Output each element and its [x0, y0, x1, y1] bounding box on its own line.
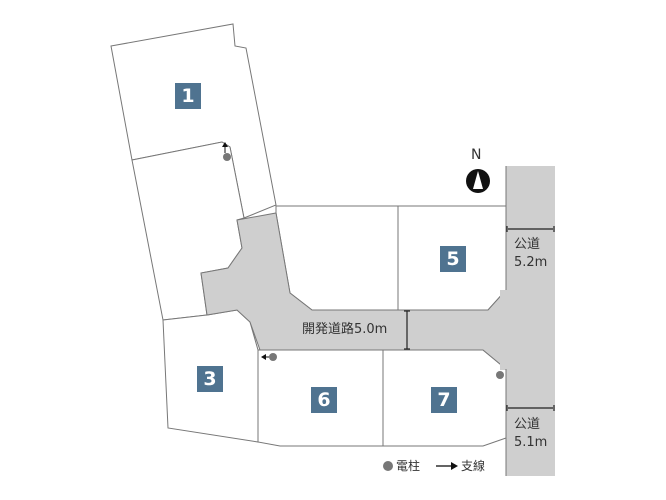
legend-pole-label: 電柱	[396, 459, 421, 473]
dimension-dev-road	[404, 310, 410, 350]
utility-pole-icon	[496, 371, 504, 379]
utility-pole-icon	[222, 142, 231, 161]
public-road-south-name: 公道	[514, 417, 541, 432]
public-road	[506, 166, 555, 476]
lot-label-5: 5	[440, 246, 466, 272]
lot-label-6: 6	[311, 387, 337, 413]
public-road-north-width: 5.2m	[514, 255, 548, 270]
north-label: N	[471, 147, 482, 163]
dev-road-label: 開発道路5.0m	[302, 322, 388, 337]
lot-label-1: 1	[175, 83, 201, 109]
public-road-north-name: 公道	[514, 237, 541, 252]
lot-4	[275, 205, 399, 311]
lot-label-3: 3	[197, 366, 223, 392]
legend-guy-wire-icon	[436, 462, 458, 470]
legend-guy-wire-label: 支線	[461, 459, 486, 473]
dimension-public-south	[506, 405, 555, 411]
north-arrow-icon	[466, 169, 490, 193]
lot-label-7: 7	[431, 387, 457, 413]
dimension-public-north	[506, 226, 555, 232]
development-road	[200, 212, 507, 371]
utility-pole-icon	[261, 353, 277, 361]
public-road-south-width: 5.1m	[514, 435, 548, 450]
legend-pole-icon	[383, 461, 393, 471]
